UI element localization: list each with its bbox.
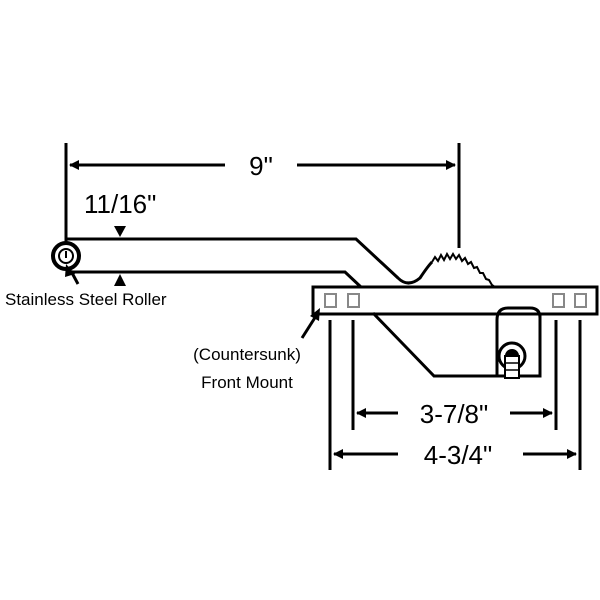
spline-stud xyxy=(497,341,527,379)
dimension-3-7-8-inch: 3-7/8" xyxy=(420,399,489,429)
gear-teeth xyxy=(431,251,498,292)
arrow-up xyxy=(114,274,126,286)
operator-base xyxy=(311,285,599,379)
dimension-4-3-4-inch: 4-3/4" xyxy=(424,440,493,470)
mount-label-line1: (Countersunk) xyxy=(193,345,301,364)
base-plate xyxy=(311,285,599,316)
dimension-11-16-inch: 11/16" xyxy=(84,189,156,219)
dimension-hole-spacing: 3-7/8" xyxy=(351,320,558,430)
leader-arrow xyxy=(310,308,320,321)
leader-line xyxy=(300,315,318,339)
dimension-overall-length: 9" xyxy=(64,143,461,248)
mount-callout: (Countersunk) Front Mount xyxy=(193,308,320,392)
countersunk-hole xyxy=(324,293,587,308)
arm-bottom-edge xyxy=(66,270,364,290)
dimension-9-inch: 9" xyxy=(249,151,273,181)
roller-callout: Stainless Steel Roller xyxy=(5,264,167,309)
dimension-base-length: 4-3/4" xyxy=(328,320,582,470)
roller-label: Stainless Steel Roller xyxy=(5,290,167,309)
spline-boss xyxy=(495,306,542,376)
dimension-arm-width: 11/16" xyxy=(84,189,156,286)
mount-label-line2: Front Mount xyxy=(201,373,293,392)
base-body xyxy=(371,311,542,378)
arm-top-edge xyxy=(66,237,434,285)
leader-arrow xyxy=(65,264,75,277)
arrow-down xyxy=(114,226,126,237)
